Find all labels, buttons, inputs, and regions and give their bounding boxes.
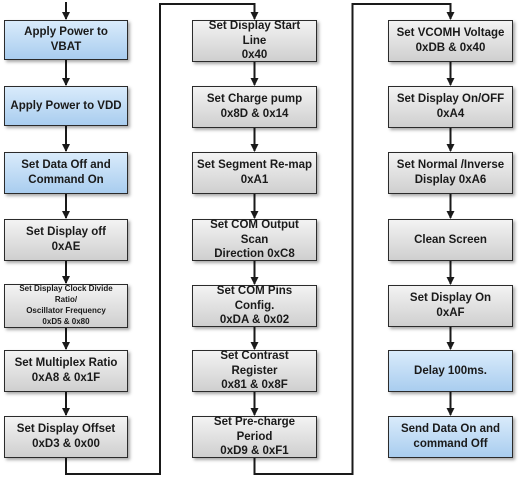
step-set-display-onoff: Set Display On/OFF 0xA4	[388, 86, 513, 128]
step-clean-screen: Clean Screen	[388, 219, 513, 261]
step-set-display-on: Set Display On 0xAF	[388, 285, 513, 327]
step-set-segment-remap: Set Segment Re-map 0xA1	[192, 152, 317, 194]
step-set-start-line: Set Display Start Line 0x40	[192, 20, 317, 62]
step-set-multiplex: Set Multiplex Ratio 0xA8 & 0x1F	[4, 350, 128, 392]
step-set-charge-pump: Set Charge pump 0x8D & 0x14	[192, 86, 317, 128]
step-delay: Delay 100ms.	[388, 350, 513, 392]
step-apply-power-vbat: Apply Power to VBAT	[4, 20, 128, 60]
step-set-com-pins: Set COM Pins Config. 0xDA & 0x02	[192, 285, 317, 327]
step-set-normal-inverse: Set Normal /Inverse Display 0xA6	[388, 152, 513, 194]
step-set-data-off: Set Data Off and Command On	[4, 152, 128, 194]
step-set-display-offset: Set Display Offset 0xD3 & 0x00	[4, 416, 128, 458]
step-set-clock-divide: Set Display Clock Divide Ratio/ Oscillat…	[4, 284, 128, 328]
step-set-precharge: Set Pre-charge Period 0xD9 & 0xF1	[192, 416, 317, 458]
step-apply-power-vdd: Apply Power to VDD	[4, 86, 128, 126]
step-set-contrast: Set Contrast Register 0x81 & 0x8F	[192, 350, 317, 392]
column-link-set-display-offset	[65, 3, 259, 475]
step-set-com-scan: Set COM Output Scan Direction 0xC8	[192, 219, 317, 261]
step-set-vcomh: Set VCOMH Voltage 0xDB & 0x40	[388, 20, 513, 62]
column-link-set-precharge	[253, 3, 455, 475]
step-send-data-on: Send Data On and command Off	[388, 416, 513, 458]
step-set-display-off: Set Display off 0xAE	[4, 219, 128, 261]
